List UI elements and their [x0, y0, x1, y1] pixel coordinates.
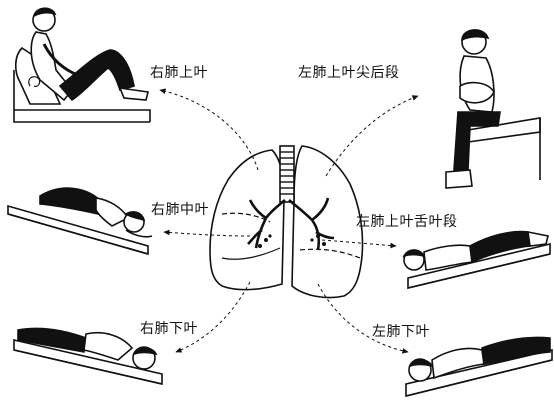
- position-left-upper-apicoposterior-figure: [446, 30, 540, 188]
- label-right-lower-lobe: 右肺下叶: [140, 318, 198, 338]
- arrow-right-lower-lobe: [176, 282, 250, 352]
- left-lung: [292, 146, 363, 298]
- arrow-left-upper-apicoposterior: [326, 96, 418, 176]
- label-left-upper-lobe-apicoposterior: 左肺上叶尖后段: [298, 62, 400, 82]
- right-lung: [210, 150, 284, 290]
- position-left-lower-lobe-figure: [406, 337, 552, 396]
- position-right-middle-lobe-figure: [8, 188, 152, 254]
- label-right-upper-lobe: 右肺上叶: [150, 62, 208, 82]
- label-left-upper-lobe-lingular: 左肺上叶舌叶段: [356, 211, 458, 231]
- lungs-illustration: [210, 146, 363, 298]
- position-left-upper-lingular-figure: [404, 232, 550, 288]
- label-right-middle-lobe: 右肺中叶: [151, 199, 209, 219]
- arrow-right-upper-lobe: [160, 90, 258, 170]
- label-left-lower-lobe: 左肺下叶: [372, 321, 430, 341]
- position-right-upper-lobe-figure: [14, 8, 150, 122]
